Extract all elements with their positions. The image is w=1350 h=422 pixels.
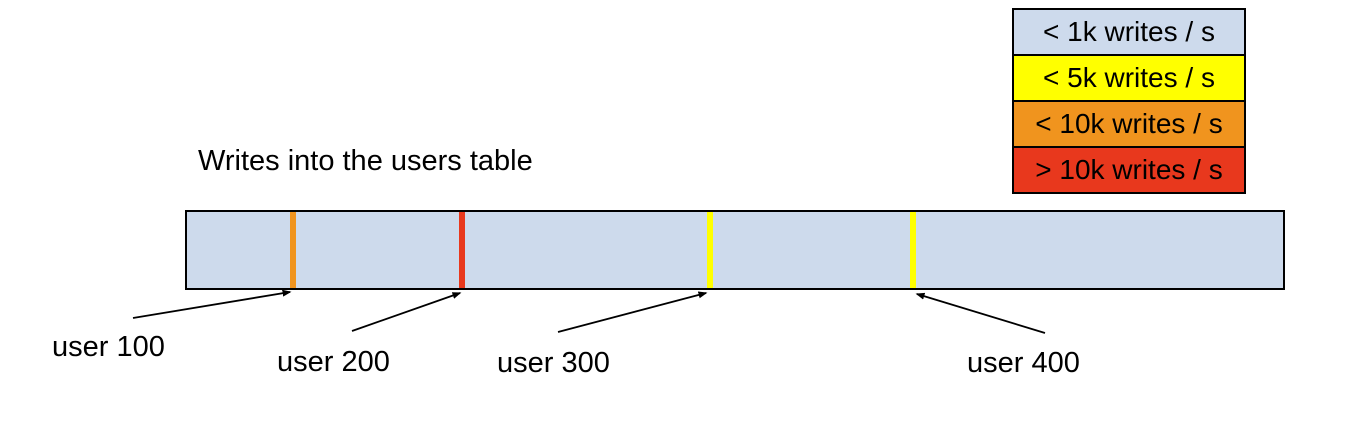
hotspot-tick-user-200 — [459, 212, 465, 288]
arrow-user-400 — [915, 292, 1046, 334]
legend: < 1k writes / s < 5k writes / s < 10k wr… — [1012, 8, 1246, 194]
diagram-title: Writes into the users table — [198, 145, 533, 177]
legend-item-over-10k: > 10k writes / s — [1012, 146, 1246, 194]
hotspot-tick-user-100 — [290, 212, 296, 288]
arrow-user-200 — [351, 292, 462, 332]
label-user-400: user 400 — [967, 347, 1080, 379]
hotspot-tick-user-300 — [707, 212, 713, 288]
legend-item-under-1k: < 1k writes / s — [1012, 8, 1246, 56]
label-user-300: user 300 — [497, 347, 610, 379]
label-user-200: user 200 — [277, 346, 390, 378]
legend-item-under-5k: < 5k writes / s — [1012, 54, 1246, 102]
arrow-user-100 — [132, 289, 292, 319]
hotspot-tick-user-400 — [910, 212, 916, 288]
legend-item-under-10k: < 10k writes / s — [1012, 100, 1246, 148]
arrow-user-300 — [557, 291, 708, 333]
users-table-bar — [185, 210, 1285, 290]
label-user-100: user 100 — [52, 331, 165, 363]
